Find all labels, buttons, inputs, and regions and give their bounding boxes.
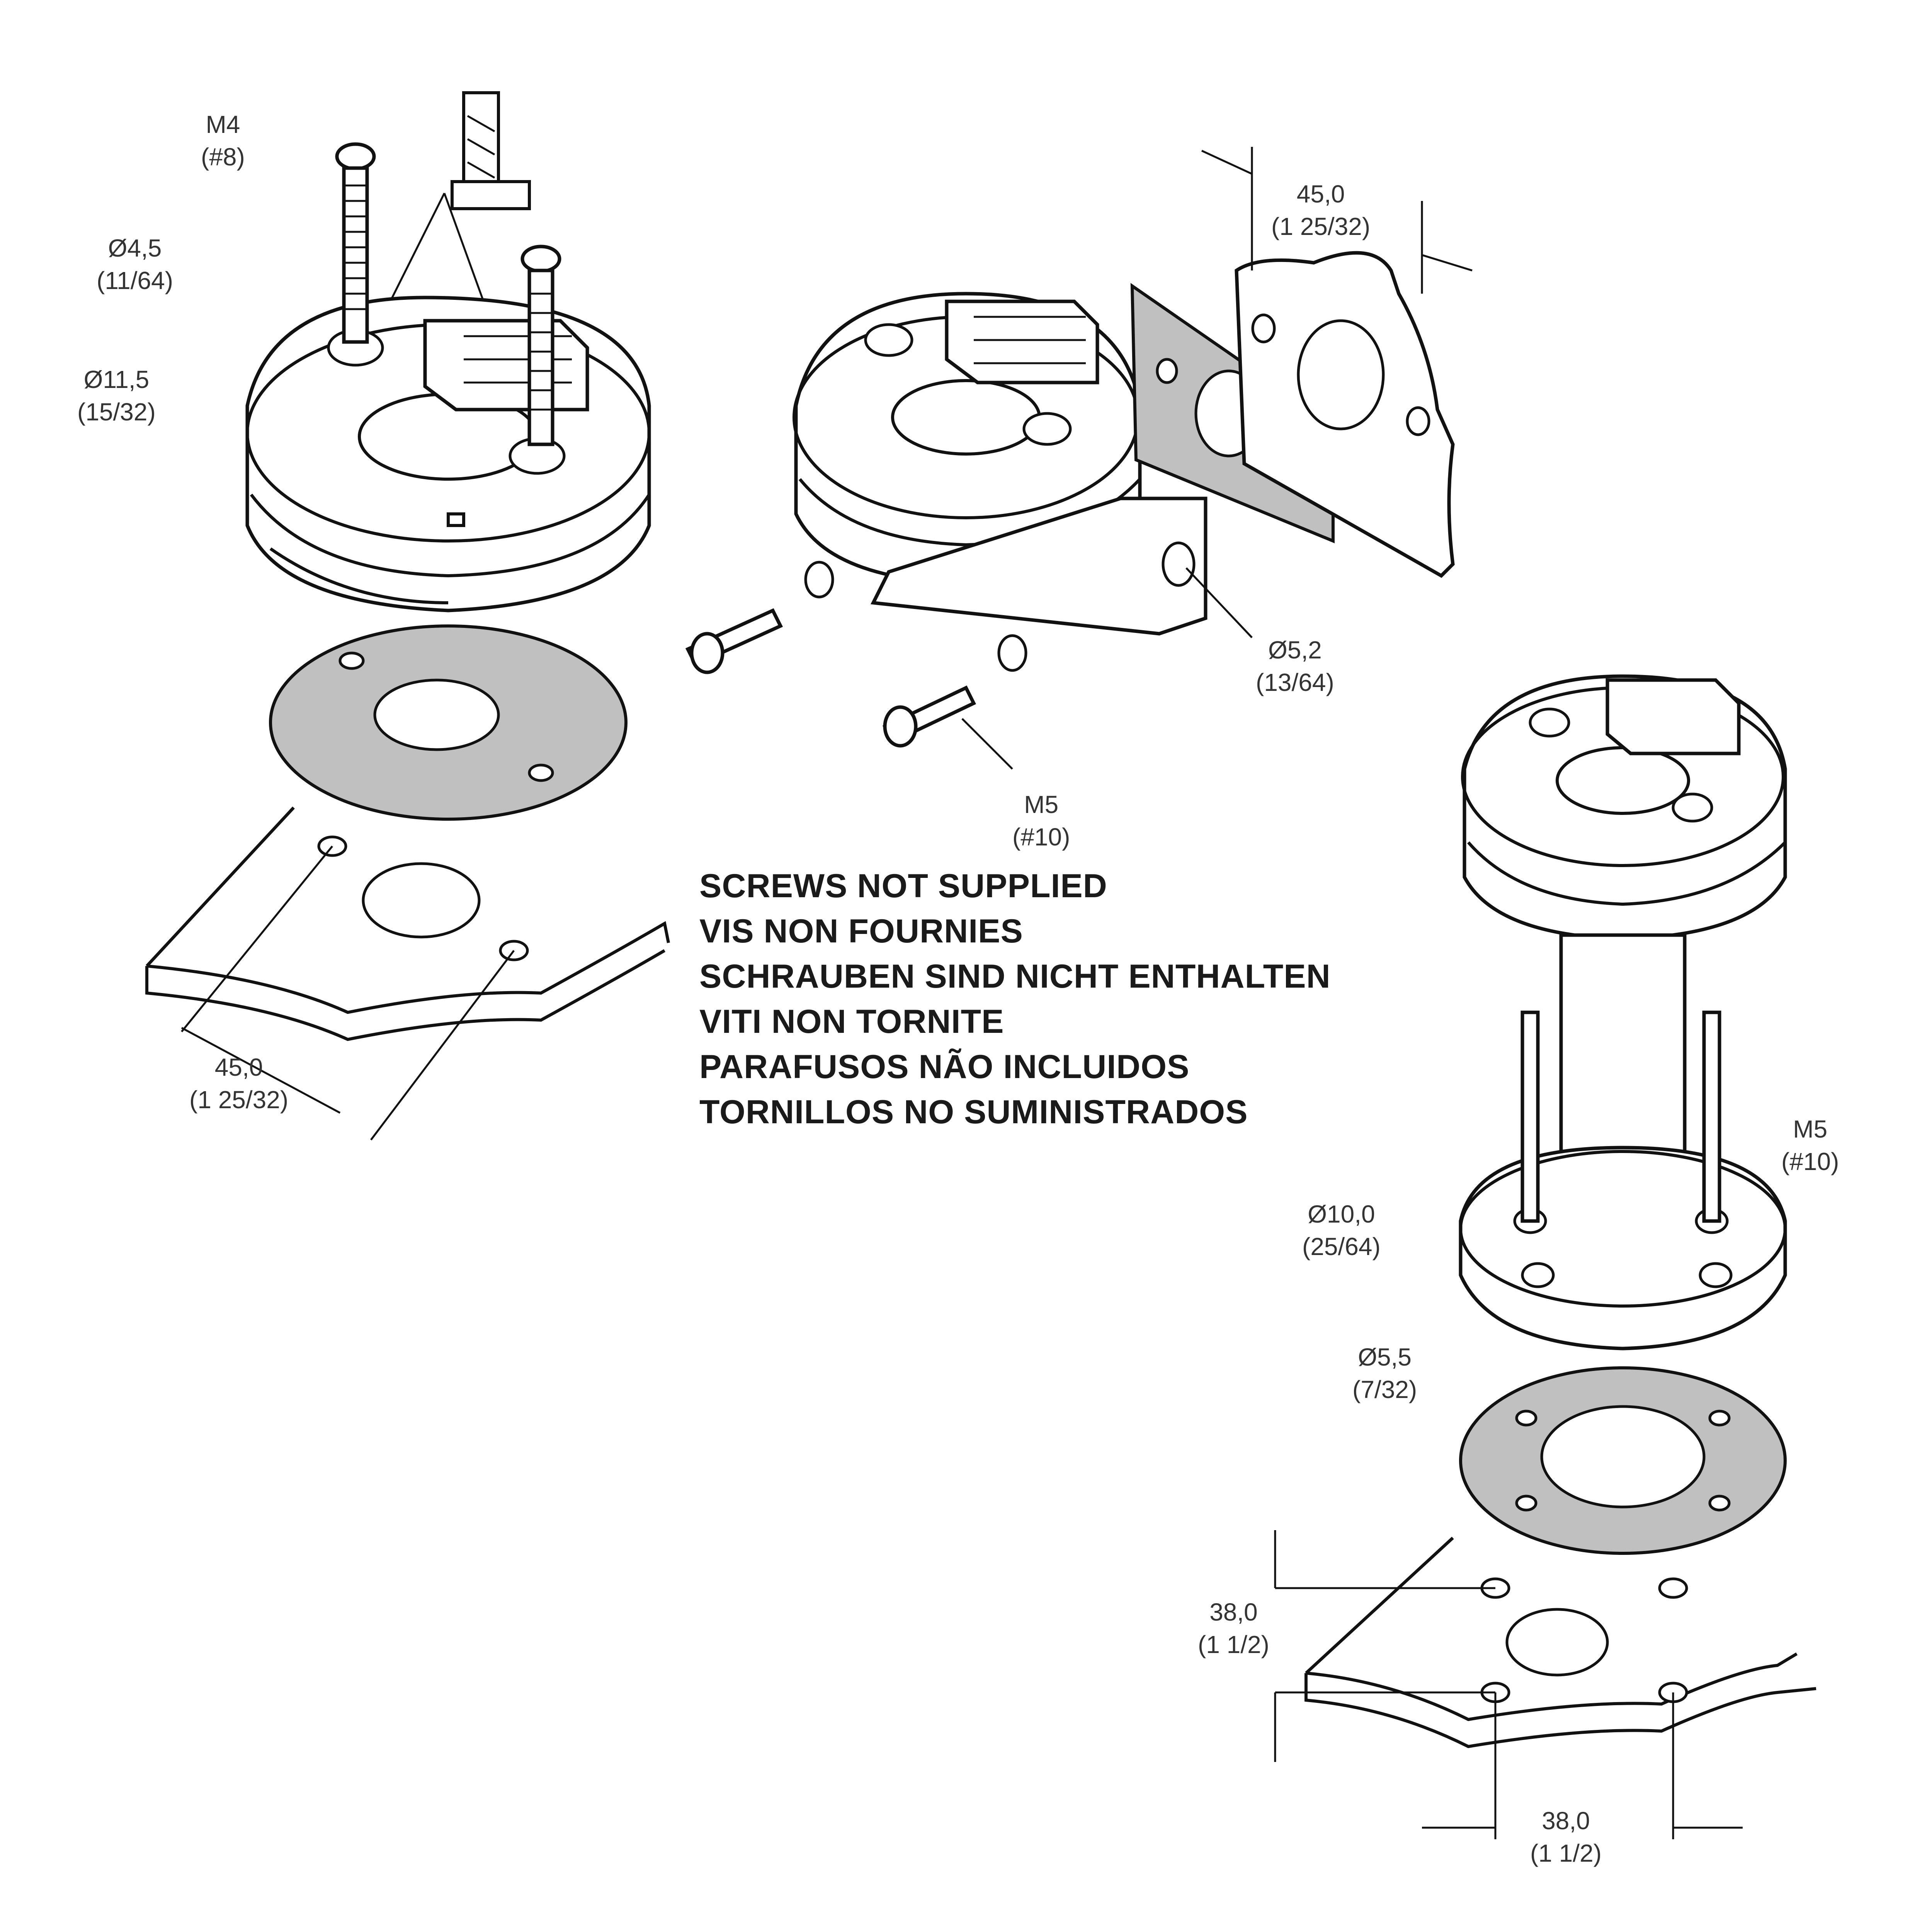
notice-line-en: SCREWS NOT SUPPLIED — [699, 867, 1107, 905]
label-imperial: (1 1/2) — [1198, 1631, 1269, 1658]
gasket-left — [269, 624, 628, 821]
sensor-housing-right — [1461, 674, 1787, 941]
notice-line-it: VITI NON TORNITE — [699, 1003, 1004, 1040]
sensor-housing-middle — [793, 292, 1142, 585]
pole-base — [1459, 1010, 1787, 1350]
label-m5-screw-middle: M5 (#10) — [1012, 788, 1070, 853]
screws-not-supplied-notice: SCREWS NOT SUPPLIED VIS NON FOURNIES SCH… — [699, 864, 1331, 1135]
label-metric: Ø4,5 — [108, 234, 162, 262]
gasket-right — [1459, 1366, 1787, 1555]
mounting-plate-right — [1274, 1530, 1816, 1839]
label-metric: Ø11,5 — [83, 366, 150, 393]
label-metric: 38,0 — [1209, 1598, 1258, 1626]
label-metric: M5 — [1793, 1115, 1828, 1143]
screw-left-1-icon — [335, 142, 376, 344]
label-spacing-bracket: 45,0 (1 25/32) — [1271, 178, 1370, 243]
label-bracket-hole: Ø5,2 (13/64) — [1256, 634, 1334, 699]
label-spacing-horizontal: 38,0 (1 1/2) — [1530, 1804, 1602, 1869]
label-hole-5-5: Ø5,5 (7/32) — [1352, 1341, 1417, 1406]
label-spacing-vertical: 38,0 (1 1/2) — [1198, 1596, 1269, 1661]
label-counterbore-11-5: Ø11,5 (15/32) — [77, 363, 156, 428]
label-metric: M5 — [1024, 791, 1059, 818]
label-imperial: (#10) — [1781, 1148, 1839, 1175]
label-imperial: (15/32) — [77, 398, 156, 426]
notice-line-de: SCHRAUBEN SIND NICHT ENTHALTEN — [699, 958, 1331, 995]
label-imperial: (7/32) — [1352, 1376, 1417, 1403]
bracket-mount-view — [685, 147, 1473, 770]
label-metric: 45,0 — [214, 1053, 263, 1081]
label-imperial: (25/64) — [1302, 1233, 1381, 1260]
notice-line-pt: PARAFUSOS NÃO INCLUIDOS — [699, 1048, 1190, 1085]
sensor-housing-left — [245, 296, 651, 612]
mounting-plate-left — [145, 806, 670, 1141]
label-m5-screw-right: M5 (#10) — [1781, 1113, 1839, 1178]
label-imperial: (#10) — [1012, 823, 1070, 851]
notice-line-es: TORNILLOS NO SUMINISTRADOS — [699, 1094, 1248, 1131]
label-imperial: (1 25/32) — [189, 1086, 289, 1114]
label-hole-4-5: Ø4,5 (11/64) — [97, 232, 173, 297]
screws-middle — [685, 561, 1027, 748]
label-metric: Ø5,2 — [1268, 636, 1322, 664]
wall-plate — [1235, 251, 1455, 578]
label-imperial: (1 1/2) — [1530, 1839, 1602, 1867]
label-metric: M4 — [206, 111, 240, 138]
screw-left-2-icon — [520, 245, 561, 446]
label-imperial: (11/64) — [97, 267, 173, 294]
pole-mount-view — [1274, 674, 1816, 1839]
label-metric: Ø5,5 — [1358, 1343, 1412, 1371]
label-imperial: (1 25/32) — [1271, 213, 1371, 240]
label-m4-screw: M4 (#8) — [201, 108, 245, 173]
label-spacing-left: 45,0 (1 25/32) — [189, 1051, 288, 1116]
surface-mount-view — [145, 91, 670, 1141]
label-imperial: (13/64) — [1256, 668, 1334, 696]
label-metric: 38,0 — [1542, 1807, 1590, 1835]
label-metric: Ø10,0 — [1308, 1200, 1375, 1228]
label-imperial: (#8) — [201, 143, 245, 171]
notice-line-fr: VIS NON FOURNIES — [699, 913, 1023, 950]
drill-bit-icon — [385, 91, 531, 418]
label-metric: 45,0 — [1296, 180, 1345, 208]
label-counterbore-10: Ø10,0 (25/64) — [1302, 1198, 1381, 1263]
